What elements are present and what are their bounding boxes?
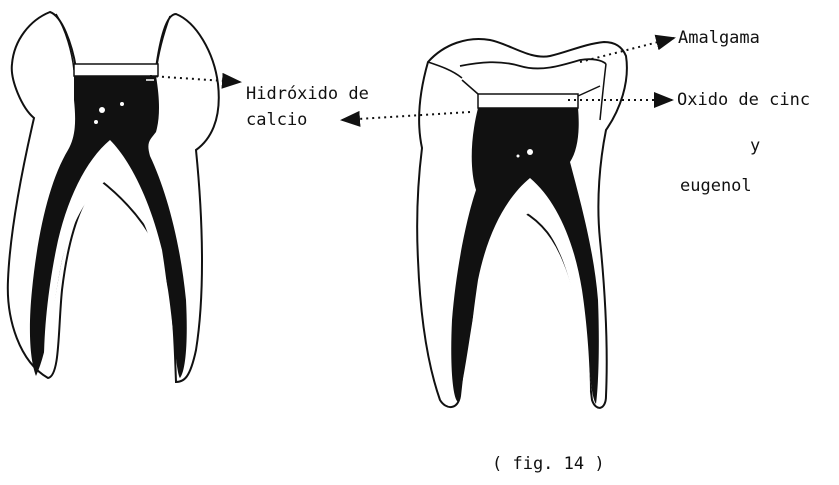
left-hydroxide-layer [74,64,158,76]
label-oxido-line3: eugenol [680,178,752,195]
left-tooth [8,12,219,382]
figure-caption: ( fig. 14 ) [492,456,605,473]
label-oxido-line2: y [750,138,760,155]
label-amalgama: Amalgama [678,30,760,47]
label-hidroxido-line1: Hidróxido de [246,86,369,103]
label-hidroxido-line2: calcio [246,112,307,129]
right-tooth [417,39,627,408]
label-oxido-line1: Oxido de cinc [677,92,810,109]
right-zinc-oxide-layer [478,94,578,108]
